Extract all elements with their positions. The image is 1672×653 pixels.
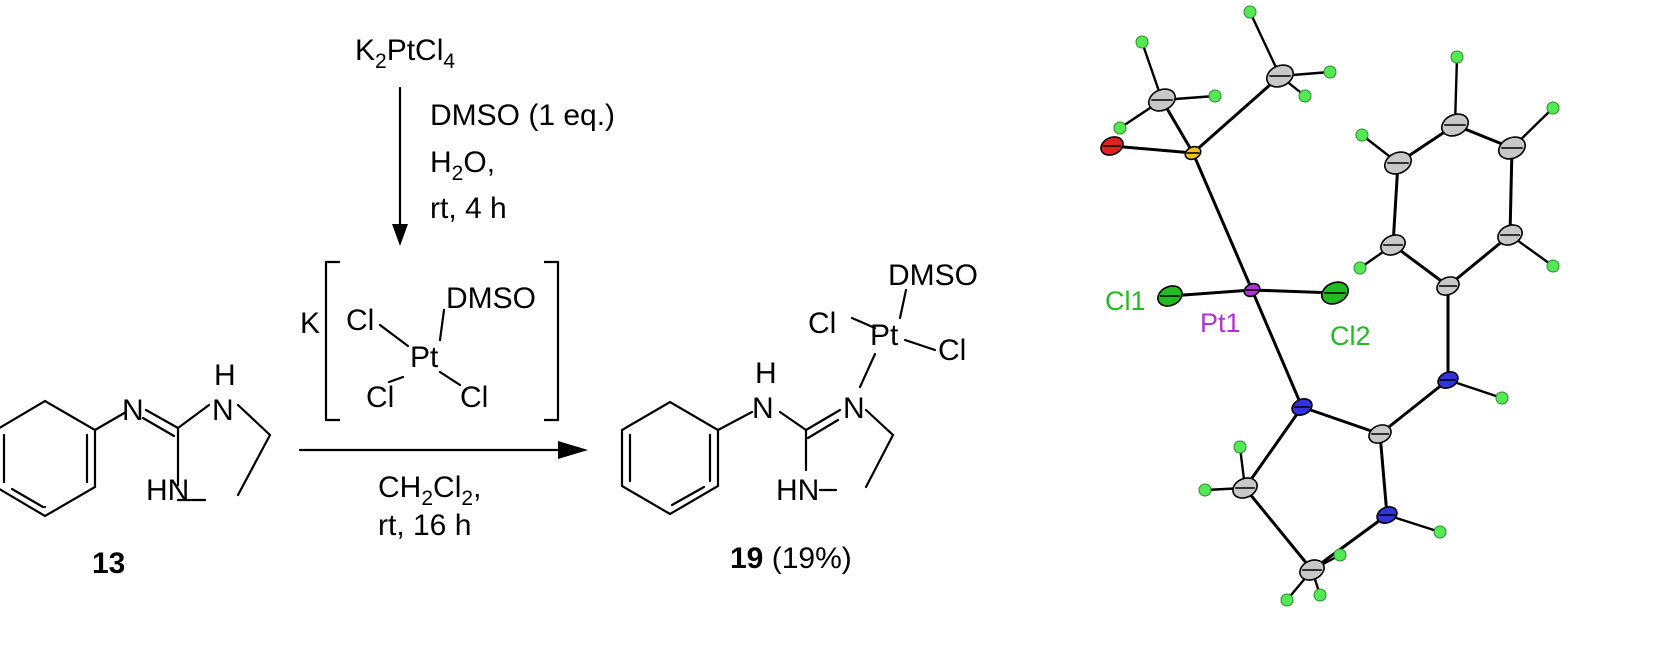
amine-h: H (755, 357, 777, 390)
horizontal-arrow (298, 441, 588, 459)
imidazoline-ring (804, 408, 895, 492)
hydrogen-atom (1355, 128, 1369, 142)
bond-cg-n2 (1378, 378, 1450, 436)
ring-n-atom: N (212, 394, 234, 427)
hydrogen-atom (1135, 35, 1149, 49)
cl-right: Cl (938, 334, 966, 367)
hydrogen-atom (1450, 50, 1464, 64)
compound-13-label: 13 (92, 547, 125, 580)
reactant-13-structure: N H N HN 13 (0, 359, 272, 580)
ring-hn: HN (776, 474, 819, 507)
svg-text:Cl: Cl (460, 381, 488, 414)
svg-text:Cl: Cl (366, 381, 394, 414)
cl2-label: Cl2 (1330, 321, 1371, 351)
svg-text:K2PtCl4: K2PtCl4 (355, 34, 455, 73)
svg-text:H2O,: H2O, (430, 146, 495, 185)
bond-pt-cl2 (1250, 288, 1337, 295)
bond-pe-pf (1508, 146, 1514, 237)
amine-n: N (752, 392, 774, 425)
compound-19-label: 19 (19%) (730, 542, 852, 575)
hydrogen-atom (1113, 121, 1127, 135)
hydrogen-atom (1546, 101, 1560, 115)
svg-text:rt, 4 h: rt, 4 h (430, 192, 507, 225)
hydrogen-atom (1313, 588, 1327, 602)
crystal-structure-ortep: Cl1 Pt1 Cl2 (1100, 5, 1560, 607)
reagent-k2ptcl4: K2PtCl4 (355, 34, 455, 73)
bond-pf-pa (1446, 233, 1512, 288)
benzene-ring (620, 400, 720, 516)
ring-n: N (843, 392, 865, 425)
hydrogen-atom (1546, 259, 1560, 273)
hydrogen-atom (1433, 525, 1447, 539)
product-19-structure: DMSO Cl Pt Cl H N N HN 19 (19%) (620, 259, 978, 575)
svg-text:Cl: Cl (346, 304, 374, 337)
imidazoline-ring (141, 403, 272, 502)
bond-c5-n3 (1310, 513, 1389, 572)
hydrogen-atom (1280, 593, 1294, 607)
imine-n-atom: N (122, 394, 144, 427)
hydrogen-atom (1233, 440, 1247, 454)
bond-n1-cg (1300, 405, 1382, 436)
hydrogen-atom (1243, 5, 1257, 19)
hydrogen-atom (1198, 483, 1212, 497)
pt-center: Pt (870, 319, 899, 352)
bond-pt-s (1191, 151, 1254, 292)
bond-cg-n3 (1378, 432, 1389, 517)
svg-text:Pt: Pt (410, 341, 439, 374)
counterion-k: K (300, 307, 320, 340)
bond-pt-n1 (1250, 288, 1304, 409)
vertical-arrow (392, 86, 408, 246)
bond-pb-pc (1391, 161, 1400, 247)
bond-pt-cl1 (1168, 288, 1254, 298)
bond-h-3 (1248, 10, 1282, 78)
hydrogen-atom (1353, 261, 1367, 275)
cl1-label: Cl1 (1105, 286, 1146, 316)
hydrogen-atom (1333, 548, 1347, 562)
bond-n1-c4 (1243, 405, 1304, 490)
benzene-ring (0, 399, 97, 518)
conditions-step-2: CH2Cl2, rt, 16 h (378, 471, 481, 542)
ring-hn-atom: HN (146, 474, 189, 507)
intermediate-complex: K Cl DMSO Pt Cl Cl (300, 260, 560, 422)
bond-c4-c5 (1243, 486, 1314, 572)
hydrogen-atom (1323, 65, 1337, 79)
bond-pa-pb (1391, 243, 1450, 288)
amine-h-atom: H (214, 359, 236, 392)
cl-left: Cl (808, 307, 836, 340)
svg-text:DMSO (1 eq.): DMSO (1 eq.) (430, 99, 615, 132)
dmso-ligand: DMSO (888, 259, 978, 292)
bond-s-o (1110, 144, 1195, 155)
bond-s-c2 (1191, 74, 1282, 155)
hydrogen-atom (1495, 391, 1509, 405)
svg-text:rt, 16 h: rt, 16 h (378, 509, 471, 542)
hydrogen-atom (1208, 89, 1222, 103)
svg-text:CH2Cl2,: CH2Cl2, (378, 471, 481, 510)
svg-text:DMSO: DMSO (446, 282, 536, 315)
hydrogen-atom (1298, 89, 1312, 103)
conditions-step-1: DMSO (1 eq.) H2O, rt, 4 h (430, 99, 615, 225)
pt1-label: Pt1 (1200, 308, 1241, 338)
